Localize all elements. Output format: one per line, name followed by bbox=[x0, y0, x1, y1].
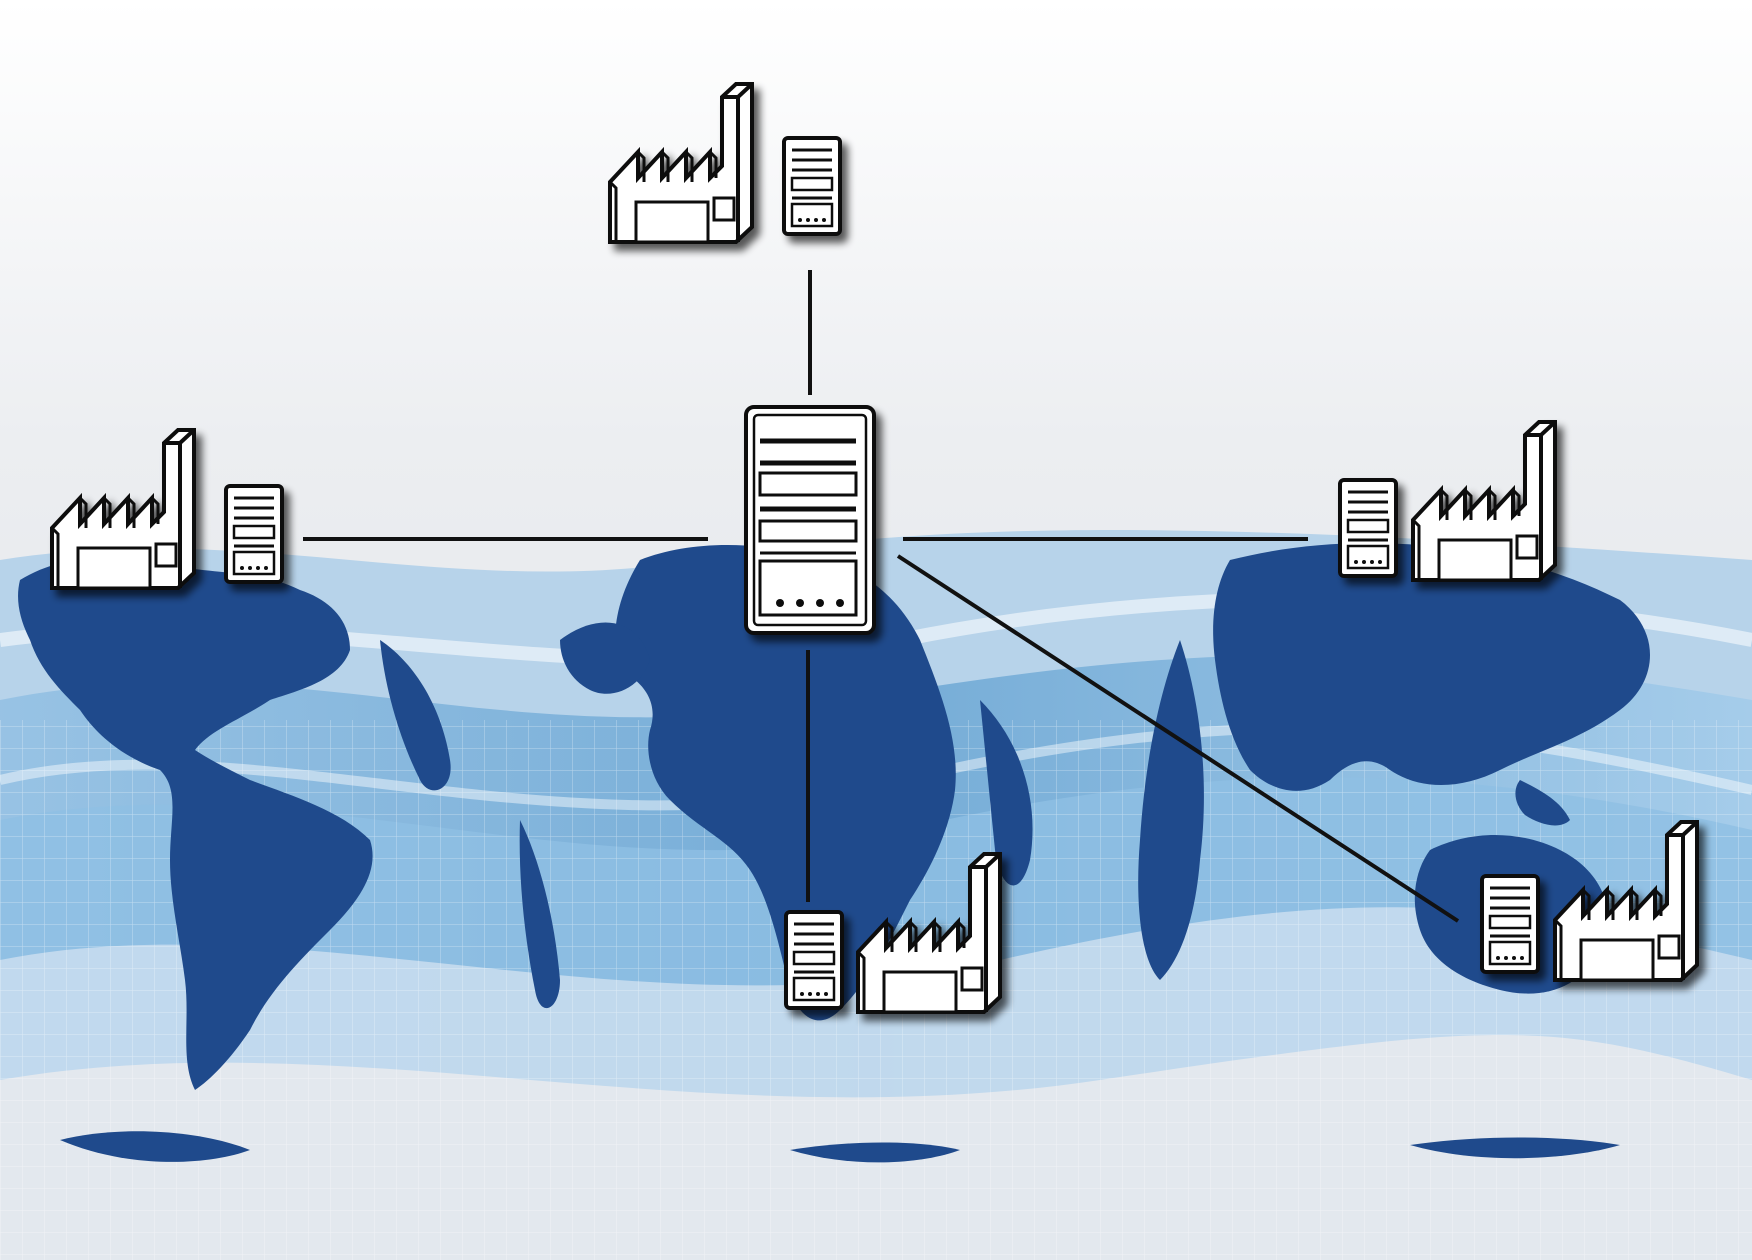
server-tower-icon bbox=[224, 484, 284, 584]
server-tower-icon bbox=[782, 136, 842, 236]
link-hub-southeast bbox=[896, 554, 1460, 923]
central-server-icon bbox=[744, 405, 876, 635]
server-tower-icon bbox=[1338, 478, 1398, 578]
server-tower-icon bbox=[784, 910, 844, 1010]
connection-lines bbox=[303, 270, 1460, 923]
server-tower-icon bbox=[1480, 874, 1540, 974]
world-map bbox=[18, 543, 1650, 1163]
